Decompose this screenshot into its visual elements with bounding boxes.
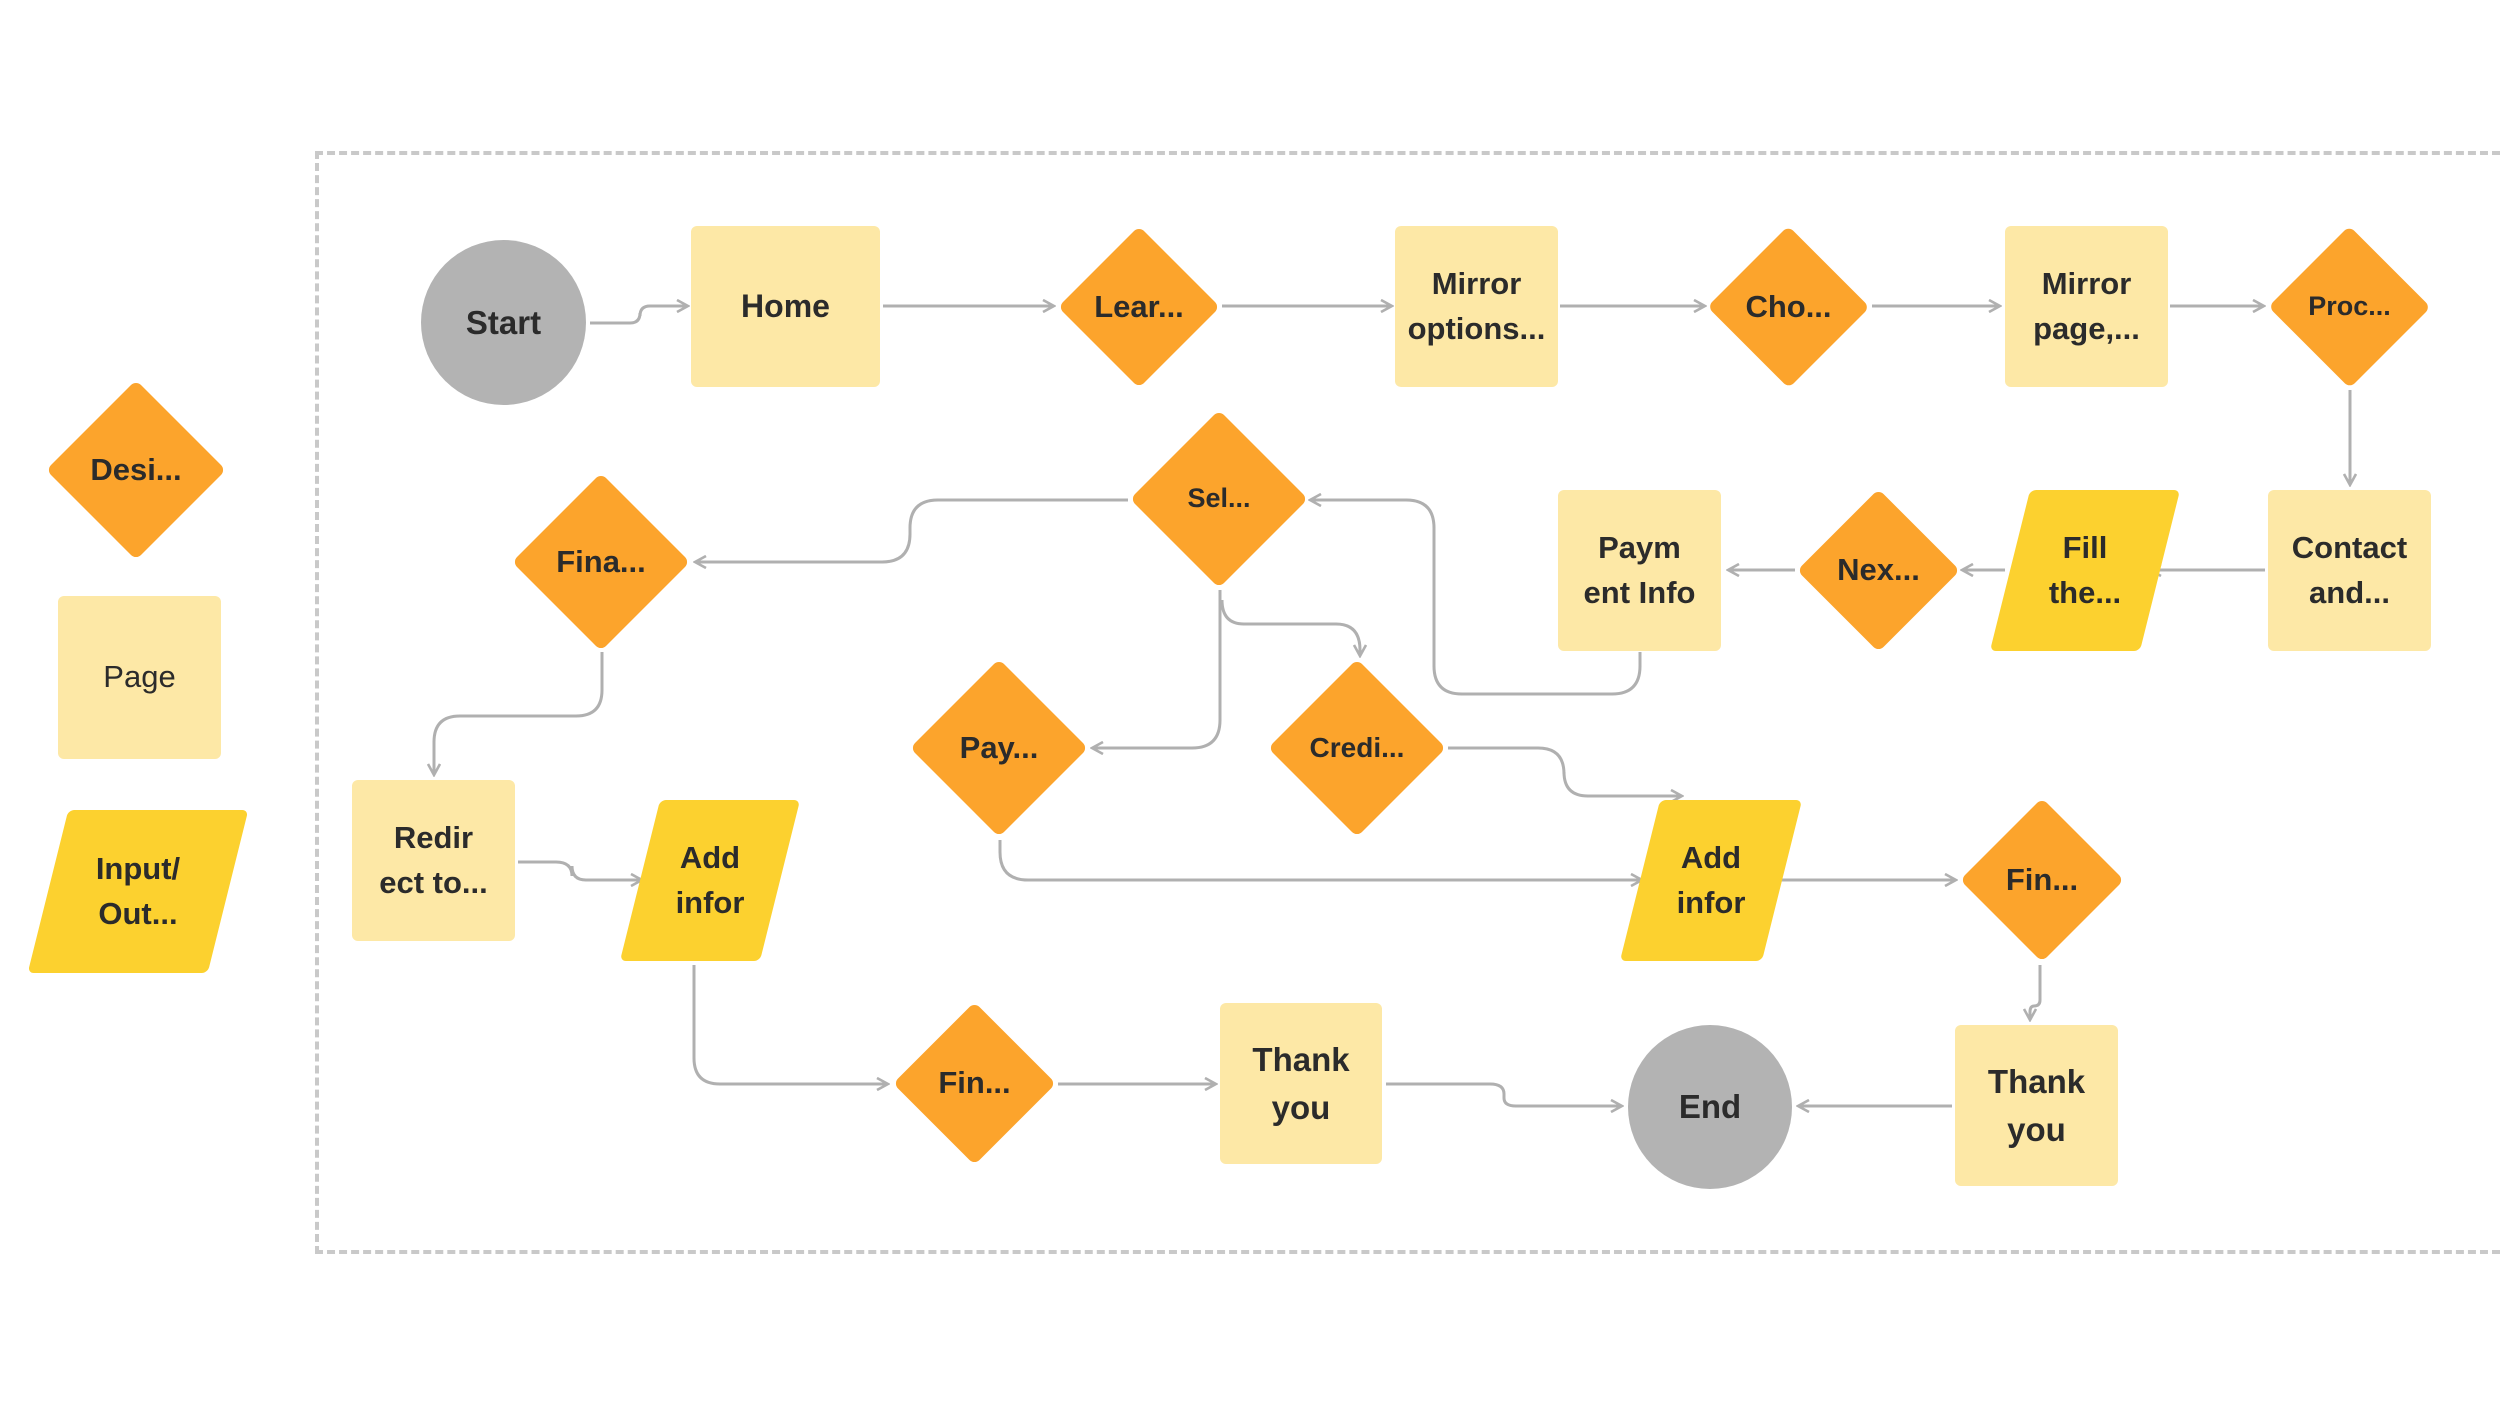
node-add-info-left[interactable]: Add infor <box>619 800 801 961</box>
node-redirect-label: Redir ect to... <box>379 819 488 900</box>
node-finish-right[interactable]: Fin... <box>1960 798 2124 962</box>
node-thank-left-label: Thank you <box>1252 1040 1350 1126</box>
node-pay-label: Pay... <box>959 729 1039 765</box>
legend-page: Page <box>58 596 221 759</box>
node-choose-label: Cho... <box>1745 288 1832 324</box>
node-learn[interactable]: Lear... <box>1058 226 1220 388</box>
node-payment-info-label: Paym ent Info <box>1583 529 1696 610</box>
node-redirect[interactable]: Redir ect to... <box>352 780 515 941</box>
node-fill[interactable]: Fill the... <box>1989 490 2181 651</box>
node-payment-info[interactable]: Paym ent Info <box>1558 490 1721 651</box>
node-start[interactable]: Start <box>421 240 586 405</box>
legend-page-label: Page <box>103 659 176 695</box>
node-next[interactable]: Nex... <box>1797 489 1960 652</box>
node-next-label: Nex... <box>1837 552 1920 588</box>
node-mirror-page[interactable]: Mirror page,... <box>2005 226 2168 387</box>
node-thank-right-label: Thank you <box>1987 1062 2086 1148</box>
node-choose[interactable]: Cho... <box>1707 225 1870 389</box>
node-thank-left[interactable]: Thank you <box>1220 1003 1382 1164</box>
node-learn-label: Lear... <box>1094 288 1184 324</box>
node-pay[interactable]: Pay... <box>910 659 1088 837</box>
node-finance-label: Fina... <box>556 543 646 579</box>
node-proceed-label: Proc... <box>2308 291 2391 322</box>
flow-frame <box>315 151 2500 1254</box>
node-select-label: Sel... <box>1187 483 1251 514</box>
legend-decision: Desi... <box>46 380 226 560</box>
node-home-label: Home <box>741 288 830 325</box>
node-start-label: Start <box>465 303 542 341</box>
node-fill-label: Fill the... <box>2048 529 2122 610</box>
legend-decision-label: Desi... <box>90 451 182 487</box>
node-credit[interactable]: Credi... <box>1268 659 1446 837</box>
node-finance[interactable]: Fina... <box>512 473 690 651</box>
node-end[interactable]: End <box>1628 1025 1792 1189</box>
node-credit-label: Credi... <box>1309 731 1405 763</box>
node-finish-left[interactable]: Fin... <box>893 1002 1056 1165</box>
node-contact-label: Contact and... <box>2291 529 2408 610</box>
node-add-info-right[interactable]: Add infor <box>1619 800 1803 961</box>
node-home[interactable]: Home <box>691 226 880 387</box>
legend-io-label: Input/ Out... <box>95 850 181 931</box>
node-mirror-options-label: Mirror options... <box>1407 265 1546 346</box>
node-add-info-right-label: Add infor <box>1676 839 1746 920</box>
node-contact[interactable]: Contact and... <box>2268 490 2431 651</box>
node-end-label: End <box>1678 1088 1742 1126</box>
node-proceed[interactable]: Proc... <box>2268 225 2431 389</box>
node-finish-right-label: Fin... <box>2005 861 2079 897</box>
node-mirror-page-label: Mirror page,... <box>2033 265 2140 346</box>
legend-io: Input/ Out... <box>27 810 249 973</box>
node-thank-right[interactable]: Thank you <box>1955 1025 2118 1186</box>
node-select[interactable]: Sel... <box>1130 410 1308 588</box>
node-mirror-options[interactable]: Mirror options... <box>1395 226 1558 387</box>
node-finish-left-label: Fin... <box>938 1065 1011 1101</box>
node-add-info-left-label: Add infor <box>675 839 745 920</box>
